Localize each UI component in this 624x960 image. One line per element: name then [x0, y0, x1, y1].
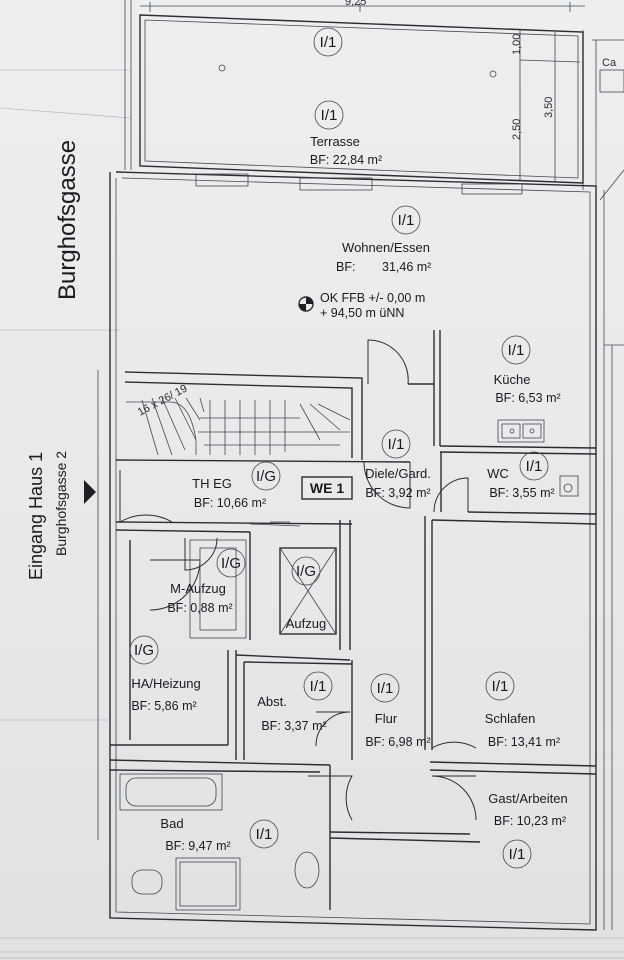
code-wc: I/1 — [526, 458, 543, 475]
code-terrasse-top: I/1 — [320, 34, 337, 51]
room-labels: Terrasse BF: 22,84 m² Wohnen/Essen BF: 3… — [131, 134, 567, 853]
level-marker — [298, 296, 314, 312]
entrance-line-2: Burghofsgasse 2 — [53, 451, 69, 556]
entrance-arrow — [84, 480, 96, 504]
gast-name: Gast/Arbeiten — [488, 791, 568, 806]
code-wohnen: I/1 — [398, 212, 415, 229]
wohnen-area-value: 31,46 m² — [382, 260, 431, 274]
wohnen-name: Wohnen/Essen — [342, 240, 430, 255]
aufzug-name: Aufzug — [286, 616, 326, 631]
kueche-name: Küche — [494, 372, 531, 387]
elevators — [189, 539, 337, 639]
level-line-1: OK FFB +/- 0,00 m — [320, 291, 425, 305]
code-gast: I/1 — [509, 846, 526, 863]
gast-area: BF: 10,23 m² — [494, 814, 566, 828]
ha-heizung-area: BF: 5,86 m² — [131, 699, 196, 713]
dimension-3: 3,50 — [543, 97, 555, 118]
code-aufzug: I/G — [296, 563, 316, 580]
th-eg-name: TH EG — [192, 476, 232, 491]
th-eg-area: BF: 10,66 m² — [194, 496, 266, 510]
code-abst: I/1 — [310, 678, 327, 695]
m-aufzug-name: M-Aufzug — [170, 581, 226, 596]
code-terrasse: I/1 — [321, 107, 338, 124]
diele-area: BF: 3,92 m² — [365, 486, 430, 500]
bad-area: BF: 9,47 m² — [165, 839, 230, 853]
stair-label: 16 x 26/ 19 — [136, 382, 190, 418]
room-codes: I/1 I/1 I/1 I/1 I/1 I/1 I/G I/G I/G I/G … — [129, 27, 549, 869]
top-dimension-text: 9,25 — [345, 0, 366, 8]
entrance-line-1: Eingang Haus 1 — [26, 452, 46, 580]
flur-name: Flur — [375, 711, 398, 726]
corner-label: Ca — [602, 57, 617, 69]
door-swings — [119, 339, 477, 821]
wc-name: WC — [487, 466, 509, 481]
top-dimension: 9,25 Ca — [140, 0, 624, 93]
kueche-area: BF: 6,53 m² — [495, 391, 560, 405]
code-flur: I/1 — [377, 680, 394, 697]
terrasse-area: BF: 22,84 m² — [310, 153, 382, 167]
terrasse-name: Terrasse — [310, 134, 360, 149]
dimension-2: 2,50 — [511, 119, 523, 140]
abst-name: Abst. — [257, 694, 287, 709]
code-m-aufzug: I/G — [221, 555, 241, 572]
code-ha-heizung: I/G — [134, 642, 154, 659]
unit-label: WE 1 — [310, 480, 344, 496]
fixtures — [119, 419, 579, 911]
ha-heizung-name: HA/Heizung — [131, 676, 200, 691]
bad-name: Bad — [160, 816, 183, 831]
code-schlafen: I/1 — [492, 678, 509, 695]
exterior-walls — [97, 171, 597, 931]
street-label: Burghofsgasse — [54, 140, 81, 300]
dimension-1: 1,00 — [511, 34, 523, 55]
code-th-eg: I/G — [256, 468, 276, 485]
abst-area: BF: 3,37 m² — [261, 719, 326, 733]
wc-area: BF: 3,55 m² — [489, 486, 554, 500]
unit-box — [301, 476, 353, 500]
schlafen-name: Schlafen — [485, 711, 536, 726]
flur-area: BF: 6,98 m² — [365, 735, 430, 749]
terrasse-outline: 1,00 2,50 3,50 — [139, 14, 584, 184]
wohnen-area-label: BF: — [336, 260, 355, 274]
code-bad: I/1 — [256, 826, 273, 843]
staircase: 16 x 26/ 19 — [126, 382, 351, 456]
diele-name: Diele/Gard. — [365, 466, 431, 481]
m-aufzug-area: BF: 0,88 m² — [167, 601, 232, 615]
code-diele: I/1 — [388, 436, 405, 453]
level-line-2: + 94,50 m üNN — [320, 306, 404, 320]
interior-walls — [109, 330, 597, 910]
schlafen-area: BF: 13,41 m² — [488, 735, 560, 749]
code-kueche: I/1 — [508, 342, 525, 359]
